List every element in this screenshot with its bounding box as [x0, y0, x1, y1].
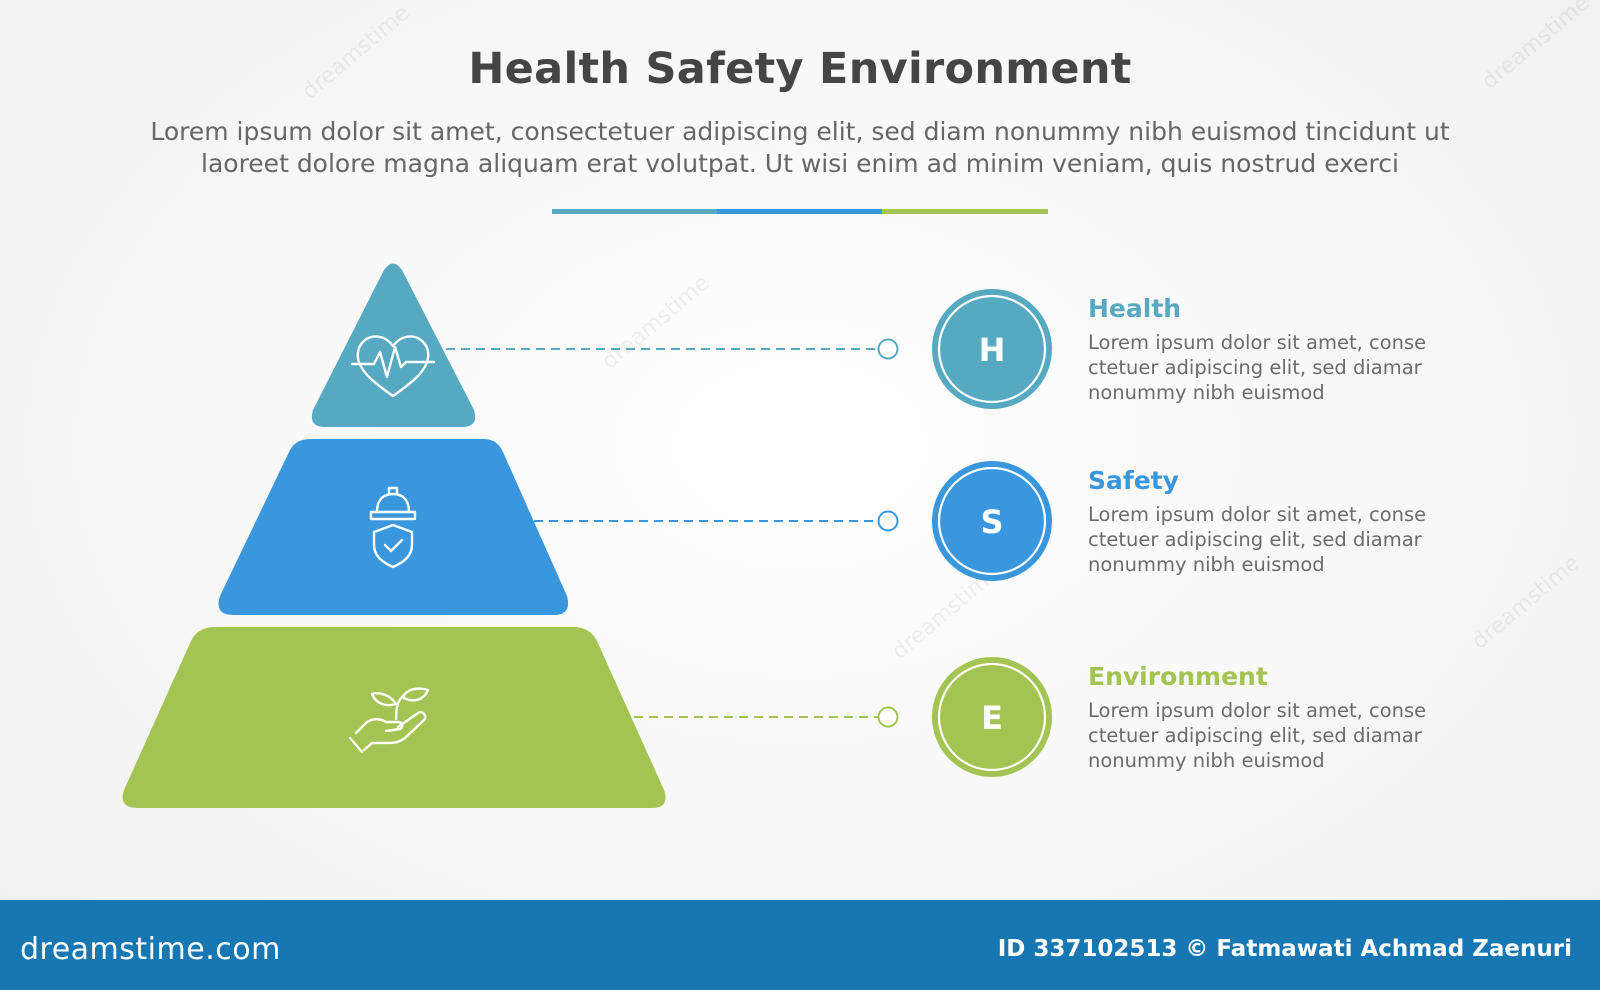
description-line: Lorem ipsum dolor sit amet, conse — [1088, 699, 1427, 722]
connector-node-safety — [877, 510, 899, 532]
connector-node-health — [877, 338, 899, 360]
circle-letter-safety: S — [980, 503, 1003, 541]
description-line: Lorem ipsum dolor sit amet, conse — [1088, 503, 1427, 526]
divider-health — [552, 209, 717, 214]
subtitle-line: laoreet dolore magna aliquam erat volutp… — [201, 149, 1399, 178]
item-title-safety: Safety — [1088, 466, 1179, 495]
divider-safety — [717, 209, 882, 214]
circle-badge-health: H — [932, 289, 1052, 409]
hand-plant-icon — [348, 687, 430, 754]
pyramid-level-safety — [218, 439, 569, 615]
page-title: Health Safety Environment — [468, 44, 1132, 94]
footer-bar: dreamstime.com ID 337102513 © Fatmawati … — [0, 900, 1600, 990]
description-line: ctetuer adipiscing elit, sed diamar — [1088, 528, 1422, 551]
description-line: ctetuer adipiscing elit, sed diamar — [1088, 356, 1422, 379]
description-line: nonummy nibh euismod — [1088, 553, 1325, 576]
item-description-health: Lorem ipsum dolor sit amet, conse ctetue… — [1088, 330, 1468, 405]
heart-pulse-icon — [350, 335, 436, 398]
description-line: Lorem ipsum dolor sit amet, conse — [1088, 331, 1427, 354]
item-description-environment: Lorem ipsum dolor sit amet, conse ctetue… — [1088, 698, 1468, 773]
connector-node-environment — [877, 706, 899, 728]
subtitle-line: Lorem ipsum dolor sit amet, consectetuer… — [150, 117, 1450, 146]
item-title-health: Health — [1088, 294, 1182, 323]
pyramid-diagram: H S E — [122, 263, 1052, 808]
circle-badge-safety: S — [932, 461, 1052, 581]
circle-letter-environment: E — [981, 699, 1003, 737]
circle-badge-environment: E — [932, 657, 1052, 777]
circle-letter-health: H — [979, 331, 1006, 369]
footer-logo[interactable]: dreamstime.com — [20, 932, 281, 967]
description-line: nonummy nibh euismod — [1088, 381, 1325, 404]
item-title-environment: Environment — [1088, 662, 1268, 691]
subtitle: Lorem ipsum dolor sit amet, consectetuer… — [100, 116, 1500, 180]
divider-environment — [882, 209, 1048, 214]
hardhat-shield-icon — [369, 486, 417, 569]
item-description-safety: Lorem ipsum dolor sit amet, conse ctetue… — [1088, 502, 1468, 577]
description-line: nonummy nibh euismod — [1088, 749, 1325, 772]
pyramid-level-environment — [122, 627, 666, 808]
description-line: ctetuer adipiscing elit, sed diamar — [1088, 724, 1422, 747]
footer-credit: ID 337102513 © Fatmawati Achmad Zaenuri — [997, 936, 1572, 962]
